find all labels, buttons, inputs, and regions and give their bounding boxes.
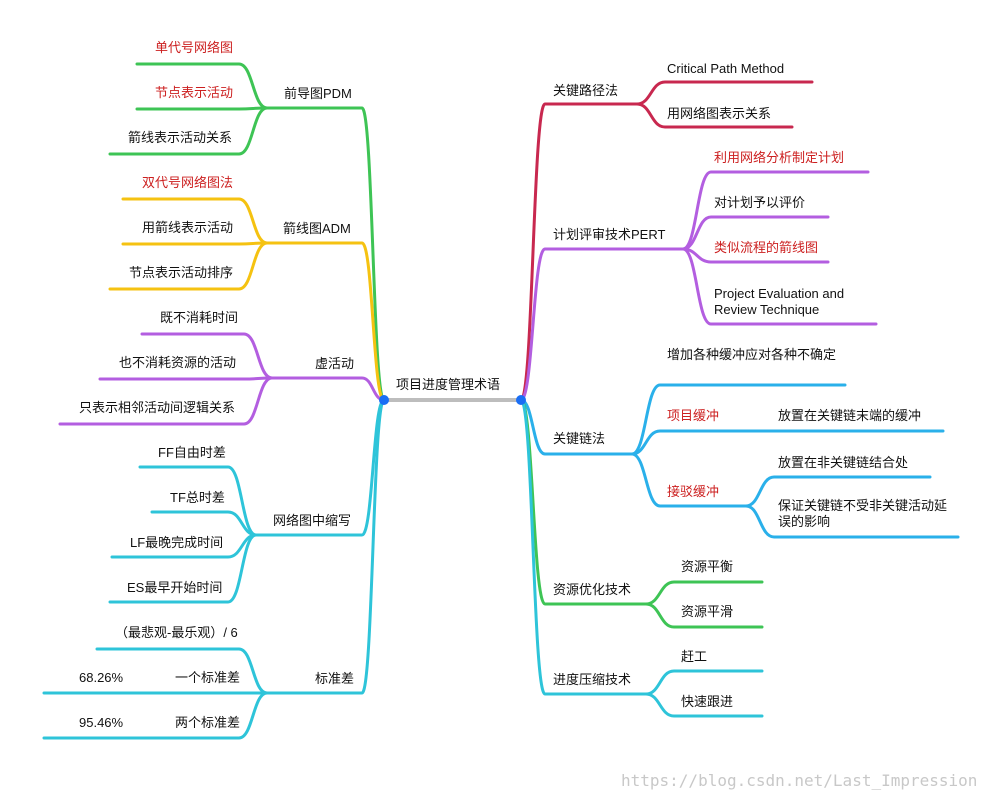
ccm-project-buffer-edge [630,429,945,456]
abbr-child-4: ES最早开始时间 [127,580,223,595]
abbr-topic: 网络图中缩写 [273,513,352,528]
compress-edge-1 [644,669,764,696]
resource-edge-2 [644,602,764,629]
adm-edge-1 [121,197,269,245]
ccm-feeding-buffer: 接驳缓冲 [667,484,720,499]
ccm-edge-1 [630,383,847,456]
abbr-edge-2 [150,510,258,537]
root-node-right [516,395,526,405]
pert-edge-1 [681,170,870,251]
pdm-child-2: 节点表示活动 [155,85,234,100]
adm-edge-3 [108,241,269,291]
std-text-2: 两个标准差 [175,715,241,730]
pert-topic: 计划评审技术PERT [553,227,666,242]
compress-trunk [519,398,648,696]
ccm-topic: 关键链法 [553,431,606,446]
pert-trunk [519,247,685,402]
std-formula: （最悲观-最乐观）/ 6 [115,625,238,640]
pdm-edge-3 [108,106,269,156]
abbr-child-3: LF最晚完成时间 [130,535,224,550]
ccm-feeding-child-1-edge [744,475,932,508]
adm-trunk [265,241,386,402]
cpm-trunk [519,102,639,402]
pdm-edge-2 [135,106,269,111]
std-pct-1: 68.26% [79,670,124,685]
abbr-edge-4 [108,533,258,604]
cpm-child-2: 用网络图表示关系 [667,106,772,121]
cpm-edge-2 [635,102,794,129]
root-topic: 项目进度管理术语 [396,377,501,392]
dummy-topic: 虚活动 [315,356,355,371]
pert-edge-4 [681,247,878,326]
std-topic: 标准差 [315,671,355,686]
resource-child-2: 资源平滑 [681,604,734,619]
pert-child-1: 利用网络分析制定计划 [714,150,845,165]
compress-topic: 进度压缩技术 [553,672,632,687]
ccm-child-1: 增加各种缓冲应对各种不确定 [667,347,837,362]
ccm-feeding-buffer-child-2: 保证关键链不受非关键活动延误的影响 [778,498,948,529]
pert-child-2: 对计划予以评价 [714,195,806,210]
dummy-child-2: 也不消耗资源的活动 [119,355,237,370]
cpm-topic: 关键路径法 [553,83,619,98]
compress-child-2: 快速跟进 [681,694,734,709]
adm-child-1: 双代号网络图法 [142,175,234,190]
pdm-edge-1 [135,62,269,110]
watermark: https://blog.csdn.net/Last_Impression [621,771,978,790]
compress-child-1: 赶工 [681,649,708,664]
pert-child-4: Project Evaluation and Review Technique [714,286,845,317]
resource-edge-1 [644,580,764,606]
adm-child-2: 用箭线表示活动 [142,220,234,235]
ccm-project-buffer-child: 放置在关键链末端的缓冲 [778,408,922,423]
adm-edge-2 [121,241,269,246]
std-edge-3 [42,691,269,740]
ccm-feeding-buffer-child-1: 放置在非关键链结合处 [778,455,909,470]
pdm-child-1: 单代号网络图 [155,40,234,55]
std-edge-1 [95,647,269,695]
adm-child-3: 节点表示活动排序 [129,265,234,280]
std-trunk [265,398,386,695]
resource-topic: 资源优化技术 [553,582,632,597]
pert-edge-2 [681,215,830,251]
dummy-edge-2 [98,376,274,381]
resource-child-1: 资源平衡 [681,559,734,574]
dummy-edge-1 [140,332,274,380]
pert-child-3: 类似流程的箭线图 [714,240,819,255]
abbr-edge-1 [138,465,258,537]
abbr-child-2: TF总时差 [170,490,225,505]
ccm-project-buffer: 项目缓冲 [667,408,720,423]
abbr-child-1: FF自由时差 [158,445,226,460]
ccm-feeding-buffer-edge [630,452,748,508]
compress-edge-2 [644,692,764,718]
adm-topic: 箭线图ADM [283,221,351,236]
dummy-trunk [270,376,386,402]
std-text-1: 一个标准差 [175,670,241,685]
cpm-child-1: Critical Path Method [667,61,785,76]
root-node-left [379,395,389,405]
std-pct-2: 95.46% [79,715,124,730]
dummy-edge-3 [58,376,274,426]
dummy-child-1: 既不消耗时间 [160,310,239,325]
dummy-child-3: 只表示相邻活动间逻辑关系 [79,400,236,415]
pdm-topic: 前导图PDM [284,86,352,101]
ccm-feeding-child-2-edge [744,504,960,539]
pdm-child-3: 箭线表示活动关系 [128,130,233,145]
cpm-edge-1 [635,80,814,106]
